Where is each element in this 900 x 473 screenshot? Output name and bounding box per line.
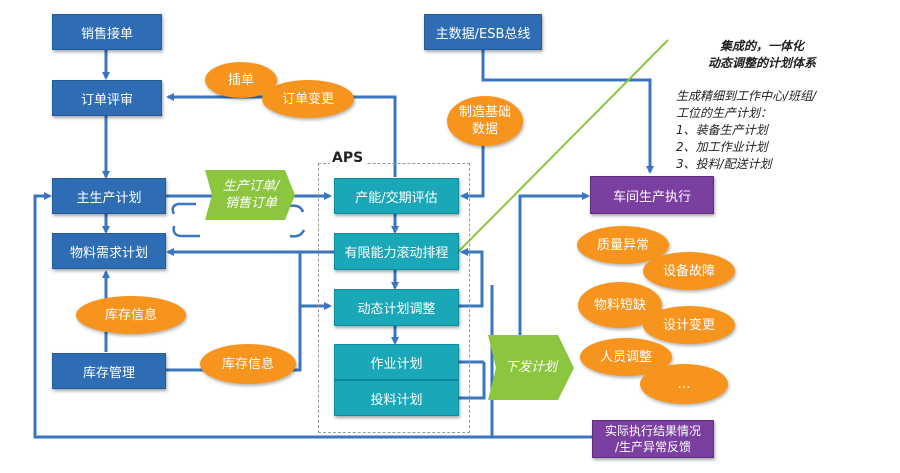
tag-prod-order-shape [205,170,295,220]
material-line2: 短缺 [620,297,647,313]
node-order-review: 订单评审 [52,80,162,116]
tag-prod-order: 生产订单/ 销售订单 [212,178,290,212]
oval-mfg-data: 制造基础 数据 [447,96,523,146]
arrow-adjust-loop [459,248,484,308]
material-line1: 物料 [593,297,620,313]
arrow-feed-to-release [459,362,486,400]
node-workshop-exec: 车间生产执行 [590,176,714,214]
annotation-title: 集成的，一体化 动态调整的计划体系 [702,38,822,72]
feedback-line2: /生产异常反馈 [614,440,692,454]
annotation-item2: 2、加工作业计划 [676,140,768,154]
tag-release-plan: 下发计划 [504,360,557,375]
annotation-desc-line2: 工位的生产计划： [676,106,773,120]
node-feed-plan: 投料计划 [334,380,459,416]
node-mrp: 物料需求计划 [52,233,166,269]
mfg-data-line1: 制造基础 [458,105,511,120]
arrow-feedback-to-master [33,192,592,439]
node-master-data: 主数据/ESB总线 [424,14,542,50]
aps-group [318,163,470,433]
annotation-item1: 1、装备生产计划 [676,123,768,137]
node-finite-rolling: 有限能力滚动排程 [334,233,459,270]
node-capacity-eval: 产能/交期评估 [334,178,459,214]
feedback-line1: 实际执行结果情况 [604,424,701,438]
oval-more: … [640,364,728,404]
node-job-plan: 作业计划 [334,344,459,380]
oval-inventory-info-bottom: 库存信息 [200,344,296,384]
node-sales-order: 销售接单 [52,14,162,50]
oval-order-change: 订单变更 [262,80,354,118]
annotation-desc: 生成精细到工作中心/班组/ 工位的生产计划： 1、装备生产计划 2、加工作业计划… [676,88,836,173]
oval-equipment: 设备故障 [643,252,735,290]
oval-design-change: 设计变更 [643,306,735,344]
aps-label: APS [330,150,366,166]
cycle-arrow-left [171,202,200,238]
mfg-data-line2: 数据 [471,122,498,137]
callout-line [457,39,669,253]
cycle-arrow-right [289,204,306,238]
annotation-title-line1: 集成的，一体化 [719,39,804,53]
arrow-release-to-workshop [518,192,590,340]
node-feedback: 实际执行结果情况 /生产异常反馈 [592,420,714,458]
tag-release-shape [488,335,574,400]
node-dynamic-adjust: 动态计划调整 [334,289,459,326]
tag-prod-order-line1: 生产订单/ [222,179,280,194]
annotation-item3: 3、投料/配送计划 [676,157,772,171]
tag-prod-order-line2: 销售订单 [224,196,277,211]
node-inventory-mgmt: 库存管理 [52,353,166,389]
annotation-title-line2: 动态调整的计划体系 [707,56,816,70]
arrow-masterdata-to-workshop [481,50,654,174]
oval-inventory-info-left: 库存信息 [76,296,186,334]
node-master-schedule: 主生产计划 [52,178,166,214]
annotation-desc-line1: 生成精细到工作中心/班组/ [676,89,817,103]
